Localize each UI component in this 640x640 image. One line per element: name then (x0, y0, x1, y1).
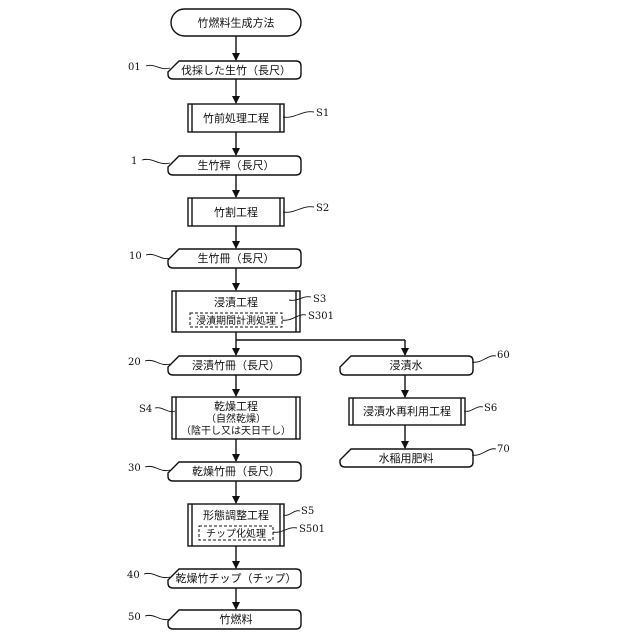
dried-strips-label: 乾燥竹冊（長尺） (192, 464, 280, 478)
pretreatment-label: 竹前処理工程 (203, 111, 269, 125)
process-drying: 乾燥工程 （自然乾燥） （陰干し又は天日干し） (172, 397, 300, 439)
soaking-label: 浸漬工程 (214, 295, 258, 309)
drying-sub1-label: （自然乾燥） (206, 412, 266, 425)
leader-40 (144, 573, 170, 577)
leader-50 (145, 615, 170, 619)
leader-30 (145, 466, 170, 470)
leader-s1 (283, 112, 314, 118)
raw-strips-label: 生竹冊（長尺） (198, 251, 275, 265)
title-text: 竹燃料生成方法 (198, 16, 275, 30)
ref-s501: S501 (299, 524, 325, 535)
data-node-raw-strips: 生竹冊（長尺） (168, 249, 301, 268)
ref-70: 70 (497, 444, 510, 455)
felled-bamboo-label: 伐採した生竹（長尺） (181, 63, 291, 77)
ref-60: 60 (497, 350, 510, 361)
chipping-label: チップ化処理 (206, 527, 266, 540)
ref-30: 30 (128, 463, 141, 474)
ref-s5: S5 (301, 506, 314, 517)
process-reuse: 浸漬水再利用工程 (349, 398, 465, 425)
ref-s4: S4 (139, 404, 152, 415)
data-node-dried-strips: 乾燥竹冊（長尺） (168, 462, 301, 481)
leader-10 (146, 254, 170, 258)
ref-s301: S301 (308, 311, 334, 322)
leader-70 (472, 449, 496, 456)
data-node-soaked-strips: 浸漬竹冊（長尺） (168, 356, 301, 375)
process-soaking: 浸漬工程 浸漬期間計測処理 (172, 291, 300, 332)
ref-50: 50 (128, 612, 141, 623)
data-node-felled-bamboo: 伐採した生竹（長尺） (168, 61, 301, 79)
ref-10: 10 (129, 251, 142, 262)
start-terminal: 竹燃料生成方法 (171, 9, 301, 36)
ref-s3: S3 (313, 294, 326, 305)
soak-water-label: 浸漬水 (390, 358, 423, 372)
data-node-dried-chips: 乾燥竹チップ（チップ） (168, 569, 301, 588)
process-shaping: 形態調整工程 チップ化処理 (188, 504, 284, 546)
fuel-label: 竹燃料 (220, 612, 253, 626)
dried-chips-label: 乾燥竹チップ（チップ） (176, 571, 297, 585)
ref-20: 20 (128, 357, 141, 368)
data-node-fertilizer: 水稲用肥料 (340, 449, 473, 467)
reuse-label: 浸漬水再利用工程 (363, 404, 451, 418)
data-node-fuel: 竹燃料 (168, 610, 301, 629)
leader-s2 (283, 207, 314, 213)
ref-s1: S1 (316, 108, 329, 119)
leader-01 (146, 65, 170, 68)
splitting-label: 竹割工程 (214, 205, 258, 219)
drying-label: 乾燥工程 (214, 400, 258, 413)
reference-labels: 01 S1 1 S2 10 S3 S301 20 60 S4 S6 70 30 … (127, 62, 510, 623)
leader-20 (145, 360, 170, 364)
drying-sub2-label: （陰干し又は天日干し） (181, 424, 291, 437)
leader-60 (472, 356, 496, 363)
data-node-soak-water: 浸漬水 (340, 356, 473, 375)
process-splitting: 竹割工程 (188, 198, 284, 226)
process-pretreatment: 竹前処理工程 (188, 104, 284, 132)
shaping-label: 形態調整工程 (203, 508, 269, 522)
leader-1 (142, 159, 170, 163)
ref-40: 40 (127, 570, 140, 581)
leader-s5 (283, 511, 300, 516)
ref-1: 1 (131, 156, 137, 167)
ref-s6: S6 (484, 403, 497, 414)
ref-01: 01 (128, 62, 141, 73)
ref-s2: S2 (316, 203, 329, 214)
leader-s6 (464, 407, 483, 412)
soaked-strips-label: 浸漬竹冊（長尺） (192, 358, 280, 372)
raw-stalk-label: 生竹稈（長尺） (198, 158, 275, 172)
data-node-raw-stalk: 生竹稈（長尺） (168, 156, 301, 175)
fertilizer-label: 水稲用肥料 (379, 451, 434, 465)
soaking-period-label: 浸漬期間計測処理 (196, 314, 276, 327)
